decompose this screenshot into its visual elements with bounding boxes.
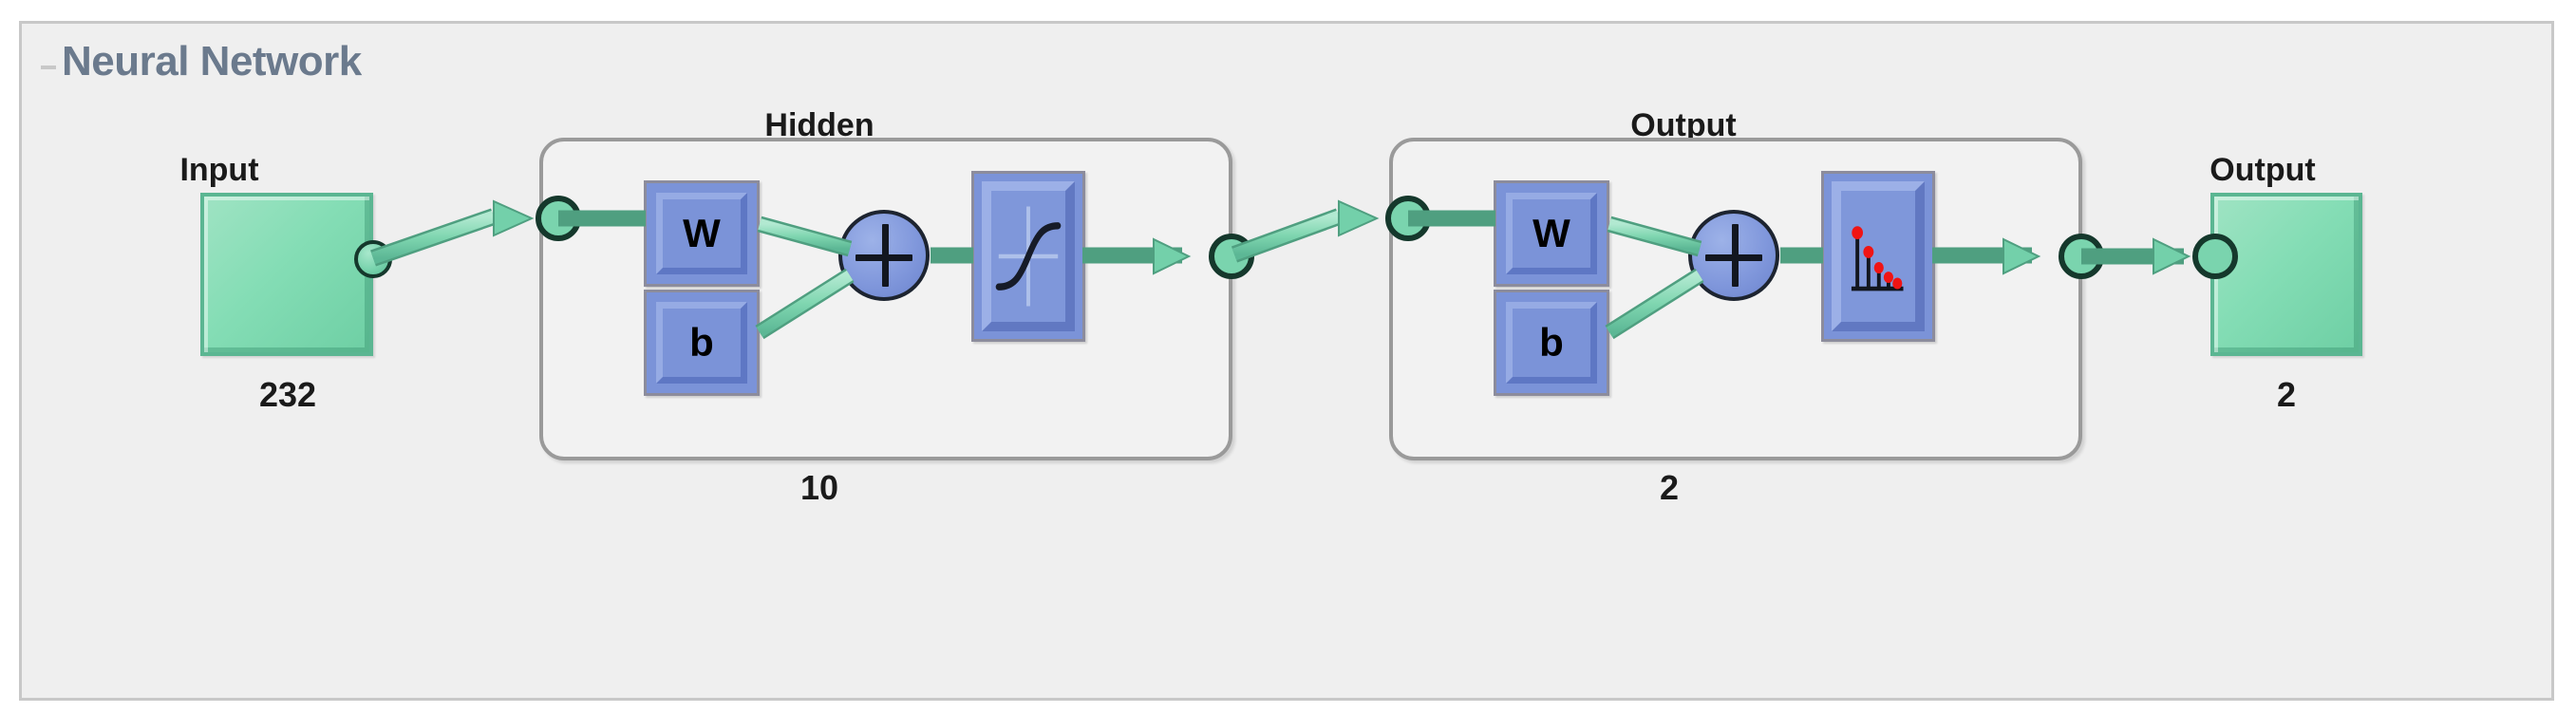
output-block[interactable] (2210, 193, 2362, 356)
hidden-layer-size: 10 (799, 468, 839, 507)
output-label: Output (2209, 152, 2316, 188)
output-size: 2 (2276, 375, 2297, 414)
hidden-bias-label: b (689, 320, 714, 365)
input-block[interactable] (200, 193, 373, 356)
hidden-layer-label: Hidden (764, 107, 874, 143)
page-title: Neural Network (56, 37, 371, 86)
hidden-weight-bevel (656, 193, 747, 274)
input-size: 232 (258, 375, 317, 414)
output-weight-label: W (1532, 211, 1570, 255)
output-sum-node[interactable] (1688, 210, 1779, 301)
hidden-bias-block[interactable]: b (644, 290, 760, 396)
output-bias-block[interactable]: b (1494, 290, 1609, 396)
hidden-transfer-function-block[interactable] (971, 171, 1085, 342)
output-transfer-function-block[interactable] (1821, 171, 1935, 342)
neural-network-panel: Neural Network Input 232 Hidden W b 10 O… (19, 21, 2554, 701)
output-layer-label: Output (1630, 107, 1737, 143)
input-label: Input (179, 152, 259, 188)
output-layer-size: 2 (1659, 468, 1680, 507)
output-input-node-icon (2194, 240, 2232, 278)
hidden-bias-bevel (656, 302, 747, 384)
output-weight-bevel (1506, 193, 1597, 274)
plus-icon-vertical (1732, 224, 1739, 287)
output-weight-block[interactable]: W (1494, 180, 1609, 287)
output-bias-bevel (1506, 302, 1597, 384)
hidden-weight-label: W (683, 211, 721, 255)
hidden-weight-block[interactable]: W (644, 180, 760, 287)
plus-icon-vertical (882, 224, 890, 287)
hidden-sum-node[interactable] (838, 210, 930, 301)
output-bias-label: b (1539, 320, 1564, 365)
tansig-icon (982, 181, 1075, 331)
panel-title-tick (41, 66, 58, 69)
softmax-icon (1832, 181, 1925, 331)
input-output-node-icon (354, 240, 392, 278)
